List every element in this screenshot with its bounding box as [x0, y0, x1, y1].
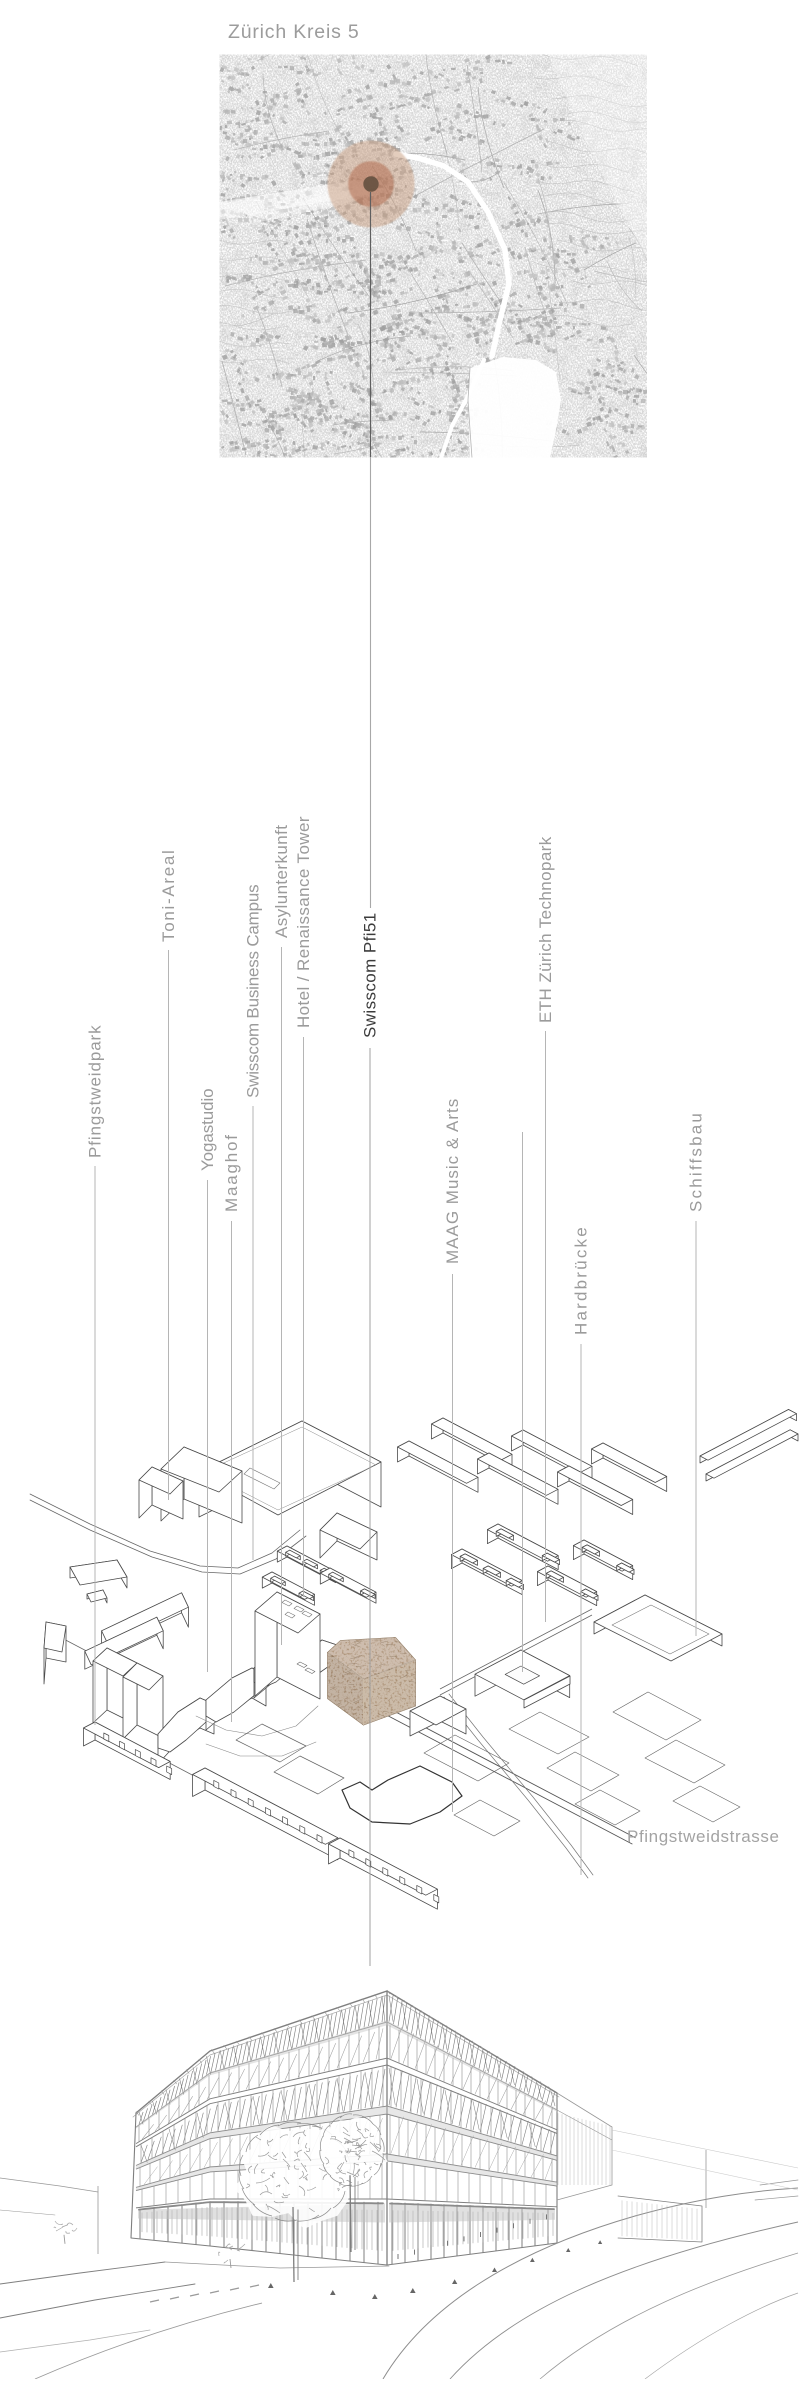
svg-text:Asylunterkunft: Asylunterkunft	[272, 825, 291, 938]
svg-text:Swisscom Pfi51: Swisscom Pfi51	[361, 912, 380, 1038]
svg-text:ETH Zürich Technopark: ETH Zürich Technopark	[536, 836, 555, 1023]
svg-text:Swisscom Business Campus: Swisscom Business Campus	[244, 885, 263, 1098]
svg-text:Pfingstweidstrasse: Pfingstweidstrasse	[627, 1827, 780, 1846]
svg-text:Pfingstweidpark: Pfingstweidpark	[86, 1024, 105, 1158]
svg-text:Maaghof: Maaghof	[222, 1133, 241, 1212]
svg-text:Hardbrücke: Hardbrücke	[572, 1225, 591, 1335]
svg-text:MAAG Music & Arts: MAAG Music & Arts	[443, 1098, 462, 1264]
svg-text:Zürich Kreis 5: Zürich Kreis 5	[228, 21, 360, 43]
svg-text:Schiffsbau: Schiffsbau	[687, 1111, 706, 1212]
svg-text:Yogastudio: Yogastudio	[198, 1088, 217, 1171]
svg-text:Hotel / Renaissance Tower: Hotel / Renaissance Tower	[294, 816, 313, 1028]
svg-text:Toni-Areal: Toni-Areal	[159, 848, 178, 942]
